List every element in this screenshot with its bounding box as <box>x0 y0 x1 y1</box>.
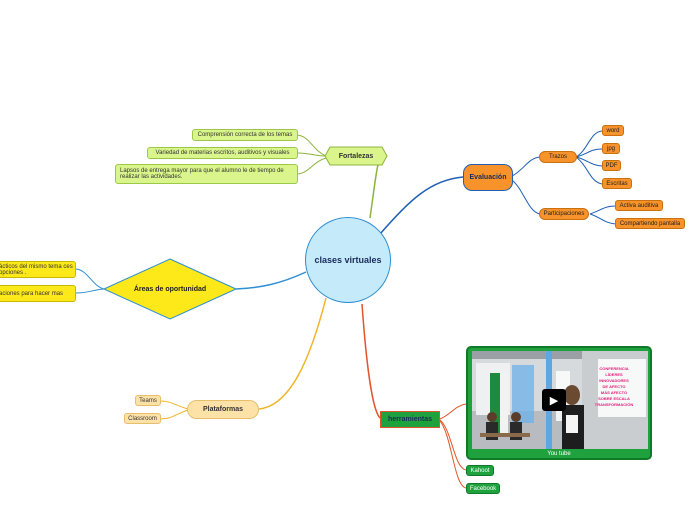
central-topic[interactable]: clases virtuales <box>305 217 391 303</box>
areas-node[interactable] <box>103 258 237 320</box>
link-areas <box>235 271 307 290</box>
plataformas-item[interactable]: Teams <box>135 395 161 406</box>
fortalezas-label: Fortalezas <box>338 152 374 160</box>
youtube-video-card[interactable]: CONFERENCIA LÍDERES INNOVADORES DE AFECT… <box>466 346 652 460</box>
evaluacion-node[interactable]: Evaluación <box>463 164 513 191</box>
video-caption: You tube <box>547 451 571 457</box>
link-evaluacion <box>379 176 464 235</box>
areas-item[interactable]: ácticos del mismo tema ces opciones . <box>0 261 76 278</box>
areas-item[interactable]: aciones para hacer mas <box>0 285 76 302</box>
slide-text: CONFERENCIA LÍDERES INNOVADORES DE AFECT… <box>594 366 634 407</box>
plataformas-label: Plataformas <box>202 406 244 413</box>
fortalezas-node[interactable] <box>324 146 388 166</box>
plataformas-node[interactable]: Plataformas <box>187 400 259 419</box>
video-thumbnail[interactable]: CONFERENCIA LÍDERES INNOVADORES DE AFECT… <box>472 351 648 449</box>
play-icon[interactable]: ▶ <box>542 389 566 411</box>
trazos-item[interactable]: word <box>602 125 624 136</box>
fortalezas-item[interactable]: Variedad de materias escritos, auditivos… <box>147 147 298 159</box>
participaciones-item[interactable]: Activa auditiva <box>615 200 663 211</box>
fortalezas-item[interactable]: Lapsos de entrega mayor para que el alum… <box>115 164 298 184</box>
link-fortalezas <box>369 164 379 219</box>
trazos-item[interactable]: Escritas <box>602 178 632 189</box>
video-scene <box>472 351 648 449</box>
central-topic-label: clases virtuales <box>314 255 382 265</box>
herramientas-item[interactable]: Kahoot <box>466 465 494 476</box>
link-herramientas <box>361 303 381 419</box>
evaluacion-label: Evaluación <box>469 174 507 181</box>
herramientas-label: herramientas <box>388 416 432 423</box>
link-plataformas <box>258 297 327 410</box>
areas-label: Áreas de oportunidad <box>133 285 207 293</box>
trazos-item[interactable]: jpg <box>602 143 620 154</box>
participaciones-item[interactable]: Compartiendo pantalla <box>615 218 685 229</box>
participaciones-node[interactable]: Participaciones <box>539 208 589 220</box>
herramientas-item[interactable]: Facebook <box>466 483 500 494</box>
plataformas-item[interactable]: Classroom <box>124 413 161 424</box>
trazos-node[interactable]: Trazos <box>539 151 577 163</box>
fortalezas-item[interactable]: Comprensión correcta de los temas <box>192 129 298 141</box>
herramientas-node[interactable]: herramientas <box>380 411 440 428</box>
trazos-item[interactable]: PDF <box>602 160 621 171</box>
